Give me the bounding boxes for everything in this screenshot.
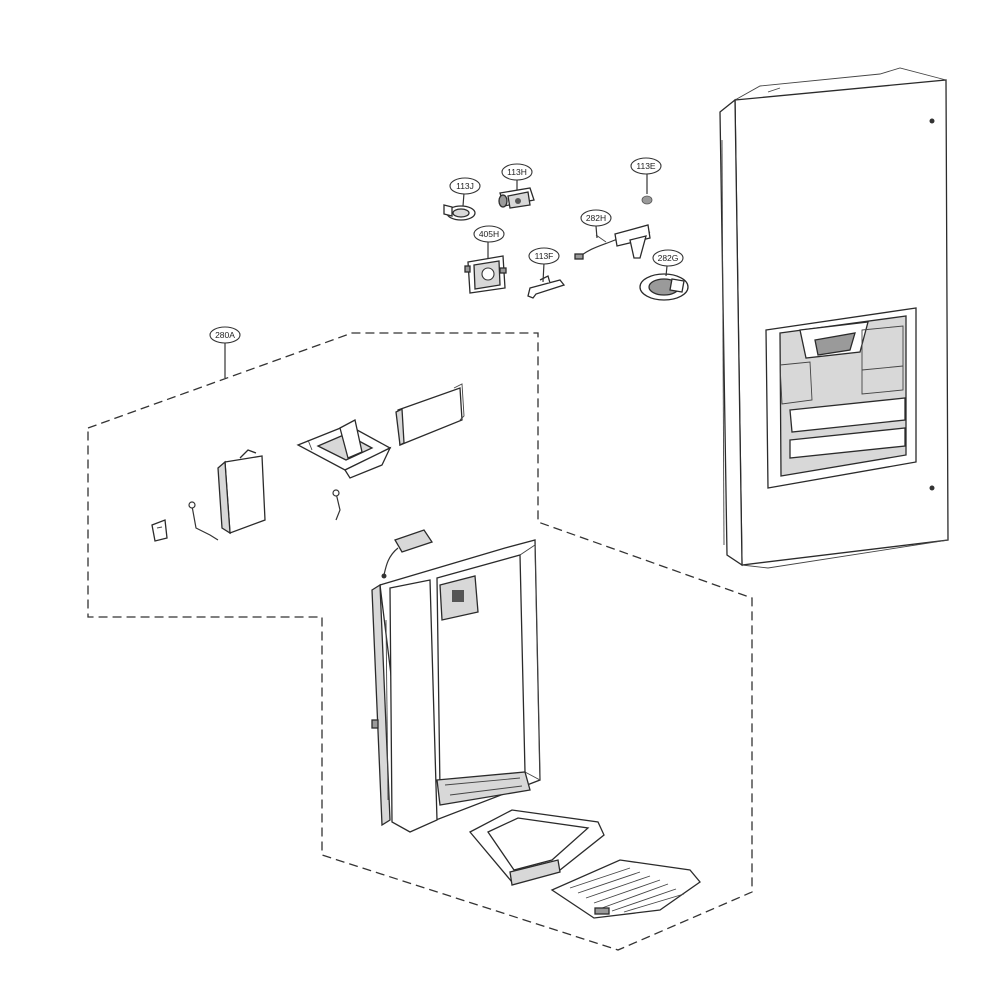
label-113e: 113E xyxy=(636,161,656,171)
label-113h: 113H xyxy=(507,167,527,177)
part-drip-tray-frame xyxy=(468,809,605,886)
part-small-clip xyxy=(151,519,168,542)
part-rod-lever xyxy=(188,501,219,541)
leader-282h xyxy=(595,225,598,239)
part-small-pin xyxy=(332,489,341,521)
assembly-boundary-280a xyxy=(87,332,753,951)
part-282h-bracket xyxy=(574,224,651,260)
leader-113j xyxy=(462,192,465,207)
callout-113h: 113H xyxy=(501,163,533,181)
part-113j-ring xyxy=(443,204,476,221)
part-113e-screw xyxy=(641,195,653,205)
part-405h-motor xyxy=(464,255,507,294)
part-chute-housing xyxy=(296,419,392,479)
callout-282g: 282G xyxy=(652,249,684,267)
part-113f-clip xyxy=(527,275,566,299)
callout-113f: 113F xyxy=(528,247,560,265)
callout-282h: 282H xyxy=(580,209,612,227)
callout-280a: 280A xyxy=(209,326,241,344)
label-282g: 282G xyxy=(658,253,679,263)
label-113j: 113J xyxy=(456,181,474,191)
door-panel xyxy=(719,67,949,569)
callout-113j: 113J xyxy=(449,177,481,195)
leader-282g xyxy=(665,265,668,277)
callout-113e: 113E xyxy=(630,157,662,175)
label-280a: 280A xyxy=(215,330,235,340)
part-282g-cover xyxy=(639,273,689,301)
part-drip-tray-grille xyxy=(550,859,701,919)
label-113f: 113F xyxy=(535,251,554,261)
part-dispenser-housing xyxy=(371,539,541,833)
label-282h: 282H xyxy=(586,213,606,223)
part-box-panel xyxy=(217,449,266,535)
callout-405h: 405H xyxy=(473,225,505,243)
leader-113f xyxy=(542,262,545,283)
part-113h-shaft xyxy=(498,187,535,209)
part-flap-cover xyxy=(395,383,465,446)
part-pcb-board xyxy=(381,529,434,579)
dispenser-recess xyxy=(765,307,917,489)
label-405h: 405H xyxy=(479,229,499,239)
